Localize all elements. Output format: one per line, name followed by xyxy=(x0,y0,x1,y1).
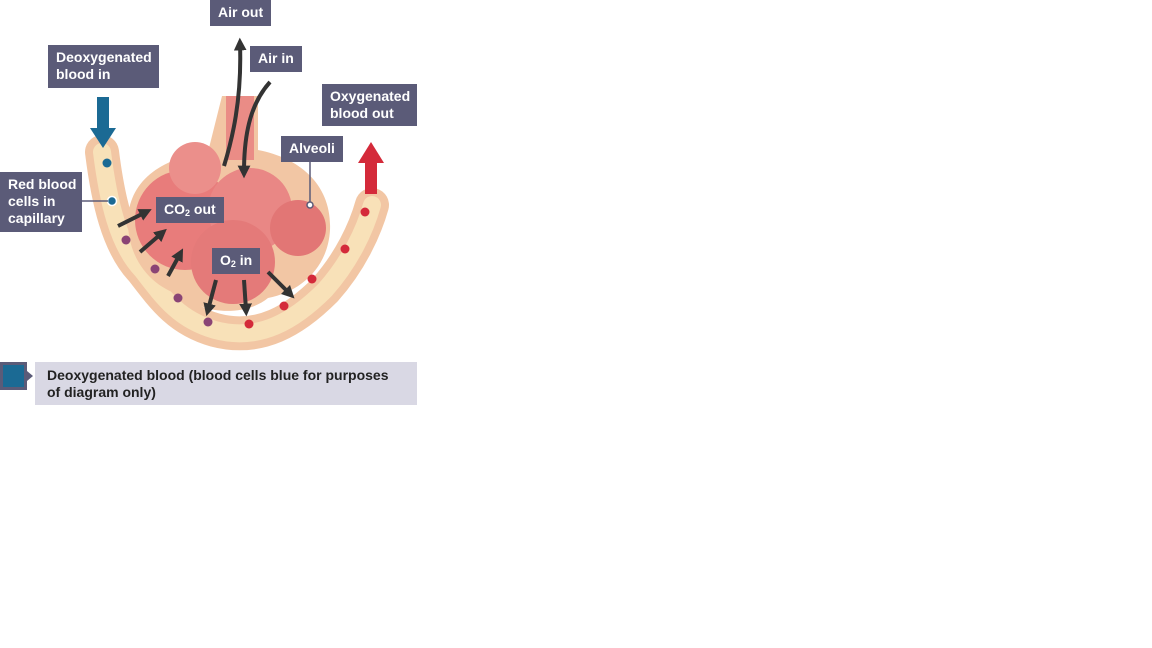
red-blood-cells-line3: capillary xyxy=(8,210,65,226)
red-blood-cells-label: Red blood cells in capillary xyxy=(0,172,82,232)
air-out-text: Air out xyxy=(218,4,264,20)
blood-cell-deoxygenated xyxy=(102,158,112,168)
red-blood-cells-line2: cells in xyxy=(8,193,56,209)
blood-in-arrow xyxy=(90,97,116,148)
blood-cell-transitional xyxy=(173,293,183,303)
co2-main: CO xyxy=(164,201,185,217)
legend-swatch-color xyxy=(3,365,24,387)
alveoli-text: Alveoli xyxy=(289,140,335,156)
o2-in-label: O2 in xyxy=(212,248,261,274)
blood-cell-oxygenated xyxy=(360,207,370,217)
co2-out-arrow xyxy=(166,248,184,277)
alveoli-leader-dot xyxy=(306,201,314,209)
o2-in-arrow xyxy=(239,279,252,317)
capillary-lumen xyxy=(93,143,381,343)
co2-subscript: 2 xyxy=(185,208,191,218)
air-out-label: Air out xyxy=(210,0,272,26)
air-in-label: Air in xyxy=(250,46,302,72)
o2-subscript: 2 xyxy=(230,259,236,269)
deoxygenated-blood-in-label: Deoxygenated blood in xyxy=(48,45,159,88)
air-in-arrow xyxy=(237,80,272,179)
blood-cell-transitional xyxy=(150,264,160,274)
air-out-arrow xyxy=(222,37,247,167)
deoxygenated-blood-in-line1: Deoxygenated xyxy=(56,49,152,65)
legend-text: Deoxygenated blood (blood cells blue for… xyxy=(47,367,389,400)
air-in-text: Air in xyxy=(258,50,294,66)
deoxygenated-blood-in-line2: blood in xyxy=(56,66,111,82)
blood-cell-oxygenated xyxy=(340,244,350,254)
oxygenated-blood-out-line2: blood out xyxy=(330,105,394,121)
legend-swatch xyxy=(0,362,33,390)
co2-out-arrow xyxy=(138,228,167,254)
o2-main: O xyxy=(220,252,231,268)
legend-text-box: Deoxygenated blood (blood cells blue for… xyxy=(35,362,417,405)
alveoli-label: Alveoli xyxy=(281,136,343,162)
blood-cell-oxygenated xyxy=(279,301,289,311)
alveolus-lobe xyxy=(270,200,326,256)
o2-suffix: in xyxy=(235,252,253,268)
red-blood-cells-line1: Red blood xyxy=(8,176,77,192)
blood-cell-oxygenated xyxy=(244,319,254,329)
co2-suffix: out xyxy=(190,201,216,217)
alveolus-lobe xyxy=(169,142,221,194)
co2-out-label: CO2 out xyxy=(156,197,224,223)
blood-cell-transitional xyxy=(121,235,131,245)
blood-cell-deoxygenated xyxy=(106,195,118,207)
o2-in-arrow xyxy=(266,270,295,299)
blood-cell-transitional xyxy=(203,317,213,327)
co2-out-arrow xyxy=(117,209,152,228)
blood-cell-oxygenated xyxy=(307,274,317,284)
blood-out-arrow xyxy=(358,142,384,194)
blood-cells xyxy=(102,158,370,329)
o2-in-arrow xyxy=(203,279,218,317)
oxygenated-blood-out-label: Oxygenated blood out xyxy=(322,84,417,126)
oxygenated-blood-out-line1: Oxygenated xyxy=(330,88,411,104)
legend-pointer xyxy=(27,371,33,381)
